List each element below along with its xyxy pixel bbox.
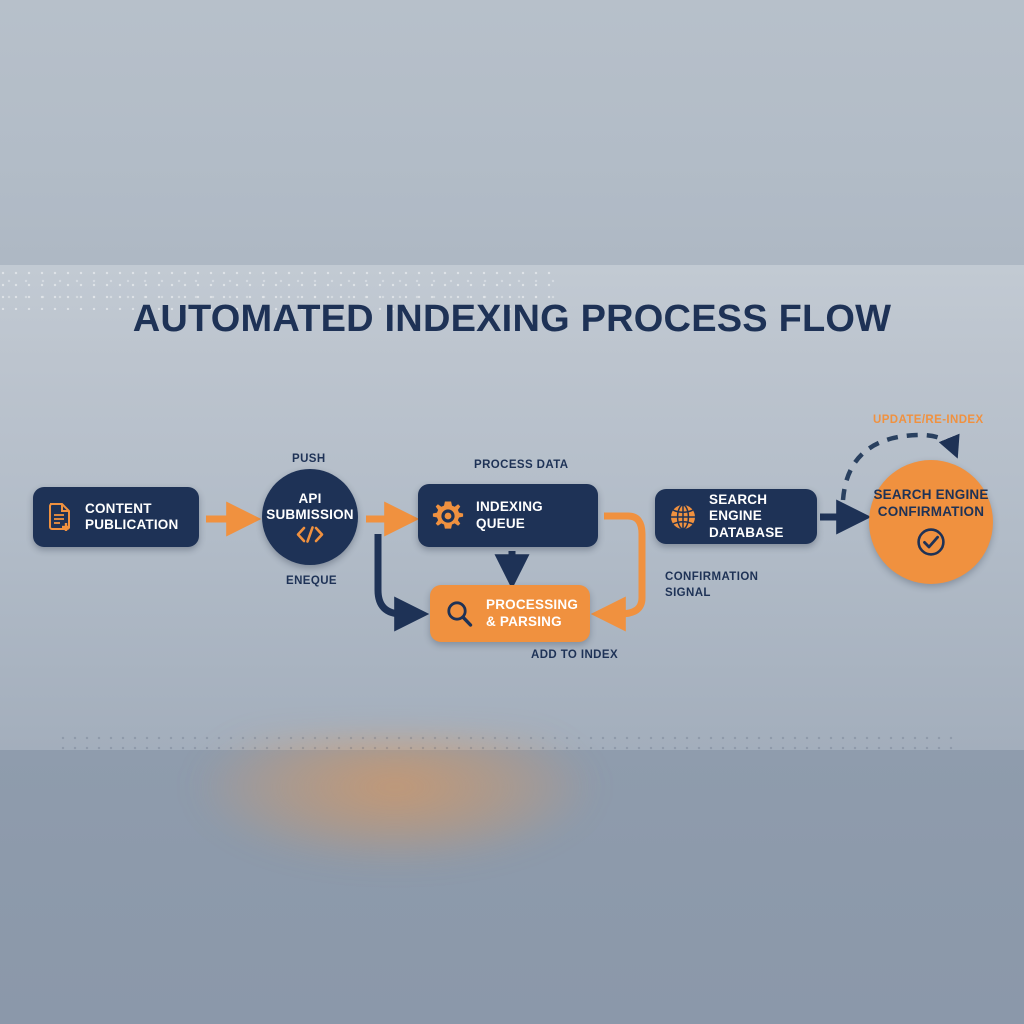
node-label: INDEXING QUEUE <box>476 499 543 531</box>
node-search-engine-confirmation[interactable]: SEARCH ENGINE CONFIRMATION <box>869 460 993 584</box>
node-processing-parsing[interactable]: PROCESSING & PARSING <box>430 585 590 642</box>
check-circle-icon <box>917 528 945 556</box>
caption-process-data: PROCESS DATA <box>474 459 569 471</box>
gear-icon <box>432 501 464 529</box>
caption-update-reindex: UPDATE/RE-INDEX <box>873 414 984 426</box>
document-plus-icon <box>49 503 70 531</box>
node-search-engine-database[interactable]: SEARCH ENGINE DATABASE <box>655 489 817 544</box>
connector-api-to-processing-elbow <box>374 534 430 632</box>
background-band-bottom <box>0 750 1024 1024</box>
caption-add-to-index: ADD TO INDEX <box>531 649 619 661</box>
node-label: SEARCH ENGINE DATABASE <box>709 491 784 540</box>
globe-icon <box>671 503 695 530</box>
node-content-publication[interactable]: CONTENT PUBLICATION <box>33 487 199 547</box>
node-api-submission[interactable]: API SUBMISSION <box>262 469 358 565</box>
caption-push: PUSH <box>292 453 326 465</box>
caption-eneque: ENEQUE <box>286 575 337 587</box>
page-title: AUTOMATED INDEXING PROCESS FLOW <box>132 298 892 340</box>
connector-indexing-return-to-processing <box>590 512 646 632</box>
node-label: PROCESSING & PARSING <box>486 597 579 629</box>
orange-glow-blur <box>195 735 595 865</box>
node-indexing-queue[interactable]: INDEXING QUEUE <box>418 484 598 547</box>
magnifier-icon <box>447 600 473 627</box>
node-label: API SUBMISSION <box>266 490 354 522</box>
code-brackets-icon <box>296 526 324 544</box>
caption-confirmation-signal: CONFIRMATION SIGNAL <box>665 571 759 599</box>
node-label: CONTENT PUBLICATION <box>85 500 179 532</box>
speckle-texture-bottom <box>60 735 960 755</box>
background-band-top <box>0 0 1024 265</box>
node-label: SEARCH ENGINE CONFIRMATION <box>873 487 989 519</box>
